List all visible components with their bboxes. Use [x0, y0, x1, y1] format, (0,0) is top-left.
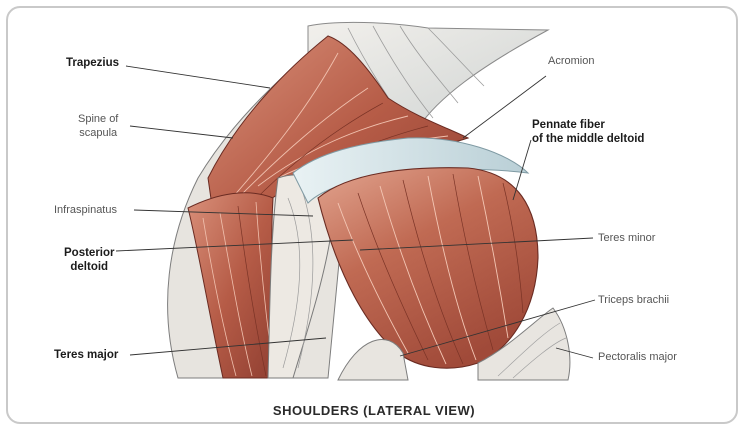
label-teres-major: Teres major — [54, 348, 118, 362]
label-acromion: Acromion — [548, 54, 594, 68]
label-pectoralis-major: Pectoralis major — [598, 350, 677, 364]
diagram-caption: SHOULDERS (LATERAL VIEW) — [8, 403, 738, 418]
label-trapezius: Trapezius — [66, 56, 119, 70]
label-teres-minor: Teres minor — [598, 231, 655, 245]
label-infraspinatus: Infraspinatus — [54, 203, 117, 217]
label-spine-of-scapula: Spine of scapula — [78, 112, 118, 140]
deltoid-muscle — [318, 168, 538, 369]
leader-trapezius — [126, 66, 270, 88]
diagram-frame: Trapezius Spine of scapula Infraspinatus… — [6, 6, 738, 424]
label-triceps-brachii: Triceps brachii — [598, 293, 669, 307]
leader-spine-of-scapula — [130, 126, 233, 138]
label-posterior-deltoid: Posterior deltoid — [64, 246, 115, 274]
label-pennate-fiber: Pennate fiber of the middle deltoid — [532, 118, 644, 146]
